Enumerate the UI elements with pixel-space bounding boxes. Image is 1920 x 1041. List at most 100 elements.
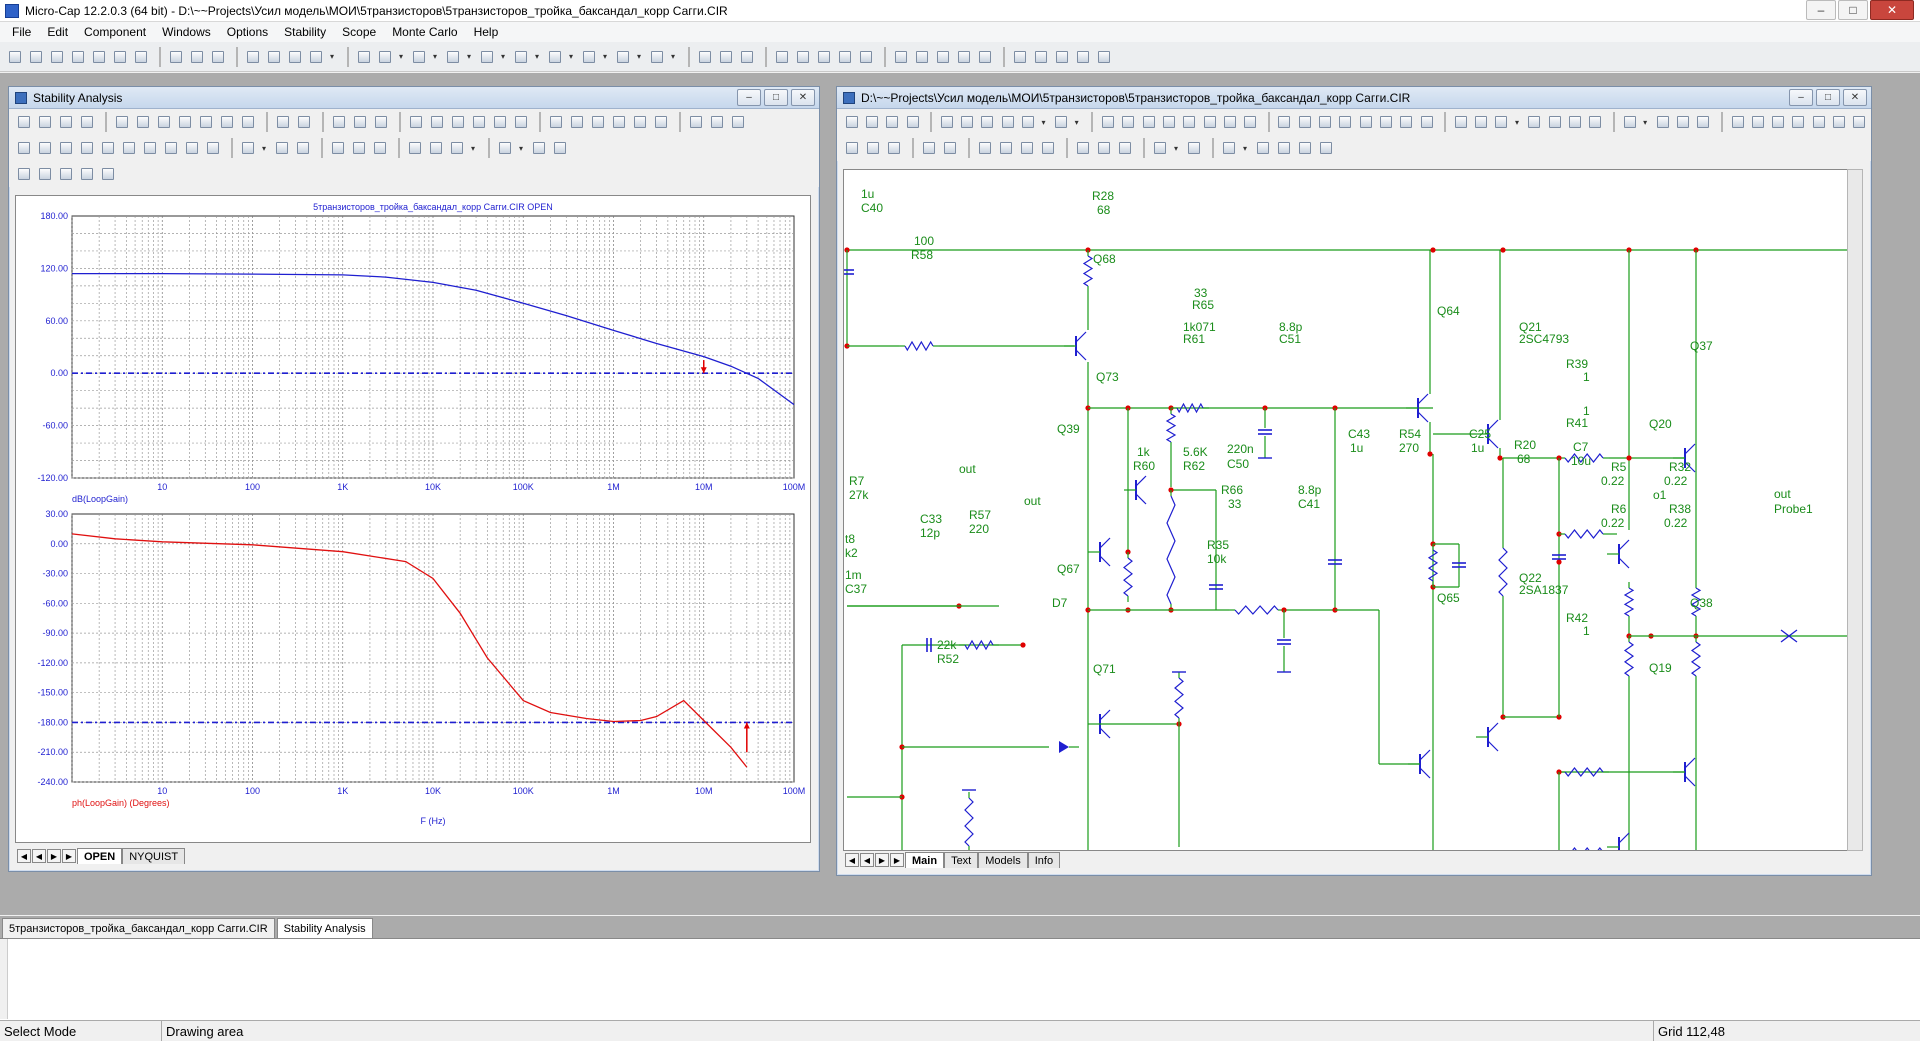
toolbar-tool-icon[interactable]	[610, 113, 628, 131]
toolbar-tool-icon[interactable]	[376, 48, 394, 66]
toolbar-tool-icon[interactable]	[1770, 113, 1787, 131]
toolbar-tool-icon[interactable]	[1621, 113, 1638, 131]
stability-restore-button[interactable]: □	[764, 89, 788, 106]
toolbar-tool-icon[interactable]	[843, 139, 861, 157]
toolbar-tool-icon[interactable]	[884, 113, 901, 131]
dropdown-arrow-icon[interactable]: ▾	[602, 52, 607, 61]
toolbar-tool-icon[interactable]	[36, 165, 54, 183]
toolbar-tool-icon[interactable]	[99, 139, 117, 157]
toolbar-tool-icon[interactable]	[815, 48, 833, 66]
toolbar-tool-icon[interactable]	[6, 48, 24, 66]
toolbar-tool-icon[interactable]	[15, 139, 33, 157]
toolbar-tool-icon[interactable]	[1140, 113, 1157, 131]
toolbar-tool-icon[interactable]	[1181, 113, 1198, 131]
toolbar-tool-icon[interactable]	[244, 48, 262, 66]
toolbar-tool-icon[interactable]	[78, 113, 96, 131]
menu-scope[interactable]: Scope	[342, 25, 377, 39]
menu-edit[interactable]: Edit	[47, 25, 69, 39]
dropdown-arrow-icon[interactable]: ▾	[500, 52, 505, 61]
toolbar-tool-icon[interactable]	[69, 48, 87, 66]
toolbar-tool-icon[interactable]	[1019, 113, 1036, 131]
toolbar-tool-icon[interactable]	[111, 48, 129, 66]
schematic-restore-button[interactable]: □	[1816, 89, 1840, 106]
toolbar-tool-icon[interactable]	[920, 139, 938, 157]
toolbar-tool-icon[interactable]	[729, 113, 747, 131]
toolbar-tool-icon[interactable]	[1398, 113, 1415, 131]
toolbar-tool-icon[interactable]	[843, 113, 860, 131]
toolbar-tool-icon[interactable]	[239, 139, 257, 157]
toolbar-tool-icon[interactable]	[78, 139, 96, 157]
toolbar-tool-icon[interactable]	[836, 48, 854, 66]
toolbar-tool-icon[interactable]	[547, 113, 565, 131]
toolbar-tool-icon[interactable]	[1377, 113, 1394, 131]
toolbar-tool-icon[interactable]	[1337, 113, 1354, 131]
tab-info[interactable]: Info	[1027, 852, 1061, 868]
toolbar-tool-icon[interactable]	[1296, 113, 1313, 131]
toolbar-tool-icon[interactable]	[773, 48, 791, 66]
toolbar-tool-icon[interactable]	[36, 113, 54, 131]
toolbar-tool-icon[interactable]	[892, 48, 910, 66]
toolbar-tool-icon[interactable]	[1052, 113, 1069, 131]
toolbar-tool-icon[interactable]	[444, 48, 462, 66]
maximize-button[interactable]: □	[1838, 0, 1868, 20]
dropdown-arrow-icon[interactable]: ▾	[398, 52, 403, 61]
dropdown-arrow-icon[interactable]: ▾	[518, 143, 523, 153]
toolbar-tool-icon[interactable]	[120, 139, 138, 157]
toolbar-tool-icon[interactable]	[1674, 113, 1691, 131]
toolbar-tool-icon[interactable]	[1099, 113, 1116, 131]
toolbar-tool-icon[interactable]	[218, 113, 236, 131]
dropdown-arrow-icon[interactable]: ▾	[1242, 143, 1247, 153]
toolbar-tool-icon[interactable]	[1151, 139, 1169, 157]
toolbar-tool-icon[interactable]	[1254, 139, 1272, 157]
toolbar-tool-icon[interactable]	[355, 48, 373, 66]
toolbar-tool-icon[interactable]	[794, 48, 812, 66]
pane-grip[interactable]	[0, 939, 8, 1019]
toolbar-tool-icon[interactable]	[188, 48, 206, 66]
toolbar-tool-icon[interactable]	[864, 139, 882, 157]
toolbar-tool-icon[interactable]	[1317, 139, 1335, 157]
toolbar-tool-icon[interactable]	[57, 139, 75, 157]
toolbar-tool-icon[interactable]	[273, 139, 291, 157]
toolbar-tool-icon[interactable]	[176, 113, 194, 131]
toolbar-tool-icon[interactable]	[1851, 113, 1868, 131]
toolbar-tool-icon[interactable]	[470, 113, 488, 131]
toolbar-tool-icon[interactable]	[1095, 48, 1113, 66]
toolbar-tool-icon[interactable]	[934, 48, 952, 66]
close-button[interactable]: ✕	[1870, 0, 1914, 20]
last-tab-button[interactable]: ▶	[62, 849, 76, 863]
toolbar-tool-icon[interactable]	[589, 113, 607, 131]
toolbar-tool-icon[interactable]	[717, 48, 735, 66]
toolbar-tool-icon[interactable]	[57, 113, 75, 131]
toolbar-tool-icon[interactable]	[885, 139, 903, 157]
toolbar-tool-icon[interactable]	[209, 48, 227, 66]
toolbar-tool-icon[interactable]	[330, 113, 348, 131]
toolbar-tool-icon[interactable]	[1493, 113, 1510, 131]
toolbar-tool-icon[interactable]	[979, 113, 996, 131]
toolbar-tool-icon[interactable]	[427, 139, 445, 157]
toolbar-tool-icon[interactable]	[1120, 113, 1137, 131]
toolbar-tool-icon[interactable]	[428, 113, 446, 131]
toolbar-tool-icon[interactable]	[1242, 113, 1259, 131]
tab-text[interactable]: Text	[944, 852, 979, 868]
tab-open[interactable]: OPEN	[77, 848, 123, 864]
sch-last-tab-button[interactable]: ▶	[890, 853, 904, 867]
menu-help[interactable]: Help	[473, 25, 499, 39]
toolbar-tool-icon[interactable]	[1276, 113, 1293, 131]
toolbar-tool-icon[interactable]	[708, 113, 726, 131]
toolbar-tool-icon[interactable]	[512, 113, 530, 131]
menu-monte-carlo[interactable]: Monte Carlo	[392, 25, 458, 39]
toolbar-tool-icon[interactable]	[1201, 113, 1218, 131]
toolbar-tool-icon[interactable]	[1220, 139, 1238, 157]
toolbar-tool-icon[interactable]	[1566, 113, 1583, 131]
toolbar-tool-icon[interactable]	[1452, 113, 1469, 131]
toolbar-tool-icon[interactable]	[1116, 139, 1134, 157]
toolbar-tool-icon[interactable]	[478, 48, 496, 66]
toolbar-tool-icon[interactable]	[1095, 139, 1113, 157]
toolbar-tool-icon[interactable]	[530, 139, 548, 157]
toolbar-tool-icon[interactable]	[1546, 113, 1563, 131]
prev-tab-button[interactable]: ◀	[32, 849, 46, 863]
toolbar-tool-icon[interactable]	[580, 48, 598, 66]
dropdown-arrow-icon[interactable]: ▾	[636, 52, 641, 61]
toolbar-tool-icon[interactable]	[134, 113, 152, 131]
toolbar-tool-icon[interactable]	[1160, 113, 1177, 131]
